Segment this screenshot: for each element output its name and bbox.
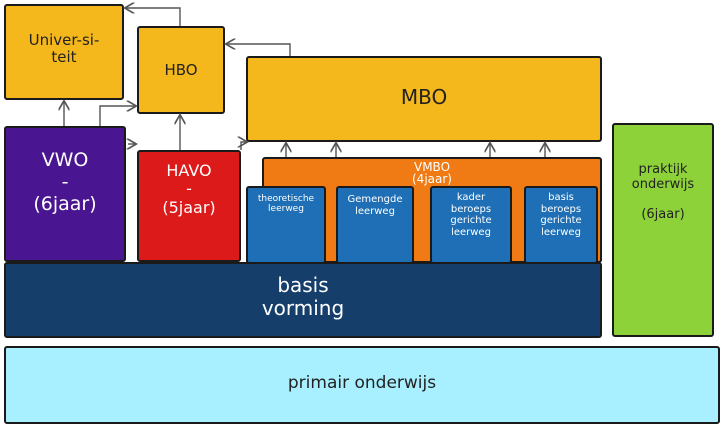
primair-onderwijs-label: primair onderwijs xyxy=(287,373,437,393)
arrow-havo-mbo xyxy=(241,142,246,150)
havo-label: HAVO - (5jaar) xyxy=(162,161,216,217)
theoretische-leerweg-label: theoretische leerweg xyxy=(257,194,315,215)
vwo-label: VWO - (6jaar) xyxy=(33,149,97,215)
gemengde-leerweg-box: Gemengde leerweg xyxy=(336,186,414,264)
basisvorming-box: basis vorming xyxy=(4,262,602,338)
vmbo-label: VMBO (4jaar) xyxy=(412,160,452,186)
arrow-hbo-universiteit xyxy=(126,8,181,26)
basisvorming-label: basis vorming xyxy=(261,273,345,320)
hbo-box: HBO xyxy=(137,26,225,114)
universiteit-box: Univer-si- teit xyxy=(4,4,124,100)
mbo-box: MBO xyxy=(246,56,602,142)
havo-box: HAVO - (5jaar) xyxy=(137,150,241,262)
arrow-mbo-hbo xyxy=(227,44,291,56)
praktijkonderwijs-box: praktijk onderwijs (6jaar) xyxy=(612,123,714,337)
primair-onderwijs-box: primair onderwijs xyxy=(4,346,720,424)
basis-beroeps-leerweg-box: basis beroeps gerichte leerweg xyxy=(524,186,598,264)
theoretische-leerweg-box: theoretische leerweg xyxy=(246,186,326,264)
arrow-vwo-hbo xyxy=(99,106,135,126)
hbo-label: HBO xyxy=(164,61,198,79)
praktijkonderwijs-label: praktijk onderwijs (6jaar) xyxy=(631,162,695,222)
universiteit-label: Univer-si- teit xyxy=(28,31,100,67)
basis-beroeps-leerweg-label: basis beroeps gerichte leerweg xyxy=(540,192,582,238)
gemengde-leerweg-label: Gemengde leerweg xyxy=(347,194,403,217)
kader-leerweg-label: kader beroeps gerichte leerweg xyxy=(450,192,492,238)
mbo-label: MBO xyxy=(400,85,448,109)
kader-leerweg-box: kader beroeps gerichte leerweg xyxy=(430,186,512,264)
vwo-box: VWO - (6jaar) xyxy=(4,126,126,262)
